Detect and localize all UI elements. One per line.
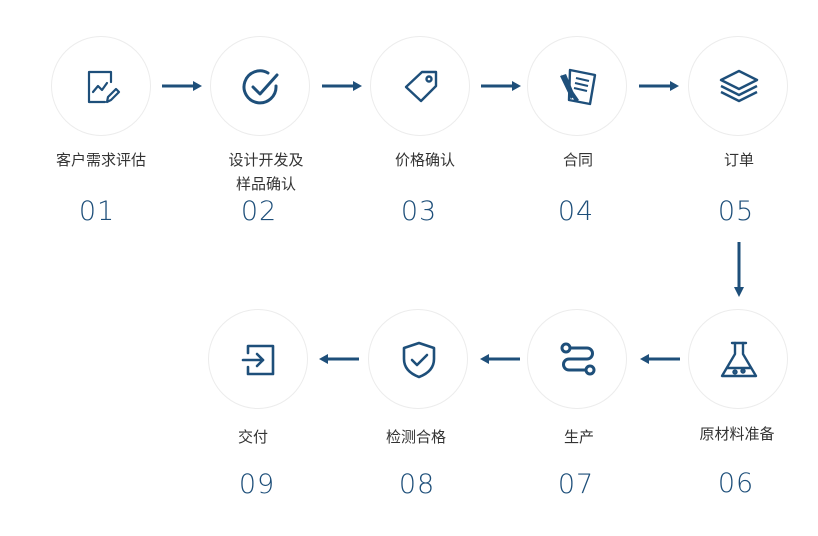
step-06-circle — [688, 309, 788, 409]
step-03-number: 03 — [400, 196, 438, 227]
step-02-label: 设计开发及 样品确认 — [228, 151, 304, 193]
flow-arrow-01-02 — [162, 81, 202, 91]
flow-arrow-02-03 — [322, 81, 362, 91]
chart-document-icon — [87, 70, 121, 104]
step-02-circle — [210, 36, 310, 136]
flow-arrow-04-05 — [639, 81, 679, 91]
step-08-circle — [368, 309, 468, 409]
step-06-number: 06 — [717, 468, 755, 499]
step-05-number: 05 — [717, 196, 755, 227]
step-04-circle — [527, 36, 627, 136]
step-04-number: 04 — [557, 196, 595, 227]
step-09-number: 09 — [238, 469, 276, 500]
step-08-number: 08 — [398, 469, 436, 500]
step-01-label: 客户需求评估 — [55, 151, 146, 169]
exit-arrow-icon — [241, 344, 275, 376]
flow-arrow-03-04 — [481, 81, 521, 91]
step-06-label: 原材料准备 — [699, 425, 775, 443]
step-04-label: 合同 — [562, 151, 593, 169]
step-01-number: 01 — [78, 196, 116, 227]
step-07-circle — [527, 309, 627, 409]
step-03-circle — [370, 36, 470, 136]
flask-icon — [720, 341, 758, 378]
flow-arrow-08-09 — [319, 354, 359, 364]
step-02-number: 02 — [240, 196, 278, 227]
flow-arrow-05-06 — [734, 242, 744, 297]
step-09-circle — [208, 309, 308, 409]
workflow-icon — [560, 342, 596, 376]
step-01-circle — [51, 36, 151, 136]
step-08-label: 检测合格 — [385, 428, 446, 446]
shield-check-icon — [402, 341, 436, 379]
contract-icon — [560, 68, 597, 106]
step-07-label: 生产 — [563, 428, 594, 446]
flow-arrow-06-07 — [640, 354, 680, 364]
step-03-label: 价格确认 — [394, 151, 455, 169]
check-circle-icon — [242, 69, 279, 105]
price-tag-icon — [404, 70, 438, 103]
step-05-label: 订单 — [723, 151, 754, 169]
step-07-number: 07 — [557, 469, 595, 500]
flow-arrow-07-08 — [480, 354, 520, 364]
step-09-label: 交付 — [237, 428, 268, 446]
step-05-circle — [688, 36, 788, 136]
layers-icon — [719, 69, 759, 103]
